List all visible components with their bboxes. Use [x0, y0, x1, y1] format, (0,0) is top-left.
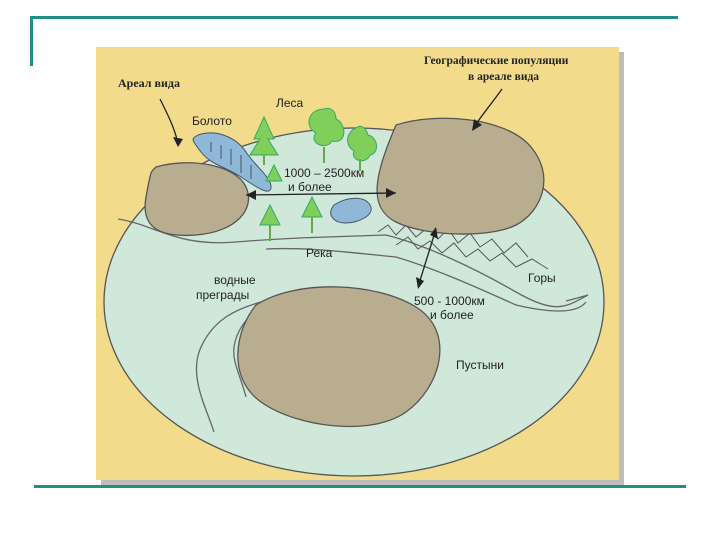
slide-left-rule: [30, 16, 33, 66]
water-barrier-label-line2: преграды: [196, 288, 249, 302]
populations-label-line2: в ареале вида: [468, 71, 539, 83]
species-range-diagram: Ареал вида Географические популяции в ар…: [96, 47, 619, 480]
river-mouth: [565, 294, 589, 302]
slide-top-rule: [30, 16, 678, 19]
deserts-label: Пустыни: [456, 358, 504, 372]
river-label: Река: [306, 246, 333, 260]
distance2-arrow-bottom: [416, 277, 424, 289]
distance1-arrow: [245, 192, 397, 196]
distance1-label-line1: 1000 – 2500км: [284, 166, 364, 180]
population-bottom: [237, 286, 441, 428]
swamp-marks: [210, 142, 252, 179]
range-label: Ареал вида: [118, 76, 180, 90]
diagram-canvas: Ареал вида Географические популяции в ар…: [96, 47, 619, 480]
distance1-label-line2: и более: [288, 180, 332, 194]
mountains-label: Горы: [528, 271, 556, 285]
swamp-label: Болото: [192, 114, 232, 128]
swamp-area: [192, 132, 272, 192]
mountain-ridge-2: [395, 236, 549, 270]
distance2-arrow: [417, 228, 437, 288]
distance1-arrow-left: [246, 190, 256, 200]
population-left: [144, 162, 250, 237]
distance2-label-line2: и более: [430, 308, 474, 322]
distance2-label-line1: 500 - 1000км: [414, 294, 485, 308]
population-arrow-head: [472, 119, 482, 131]
lake: [330, 197, 372, 224]
water-barrier-label-line1: водные: [214, 273, 256, 287]
river-line-upper: [117, 218, 589, 308]
range-arrow-head: [173, 137, 183, 147]
river-line-lower: [265, 247, 587, 312]
distance1-arrow-right: [386, 188, 396, 198]
water-barrier-left: [195, 301, 262, 433]
distance2-arrow-top: [430, 227, 438, 239]
forests-label: Леса: [276, 96, 304, 110]
forest-icons: [249, 107, 377, 241]
slide-bottom-rule: [34, 485, 686, 488]
population-right: [376, 117, 545, 235]
populations-label-line1: Географические популяции: [424, 55, 569, 67]
